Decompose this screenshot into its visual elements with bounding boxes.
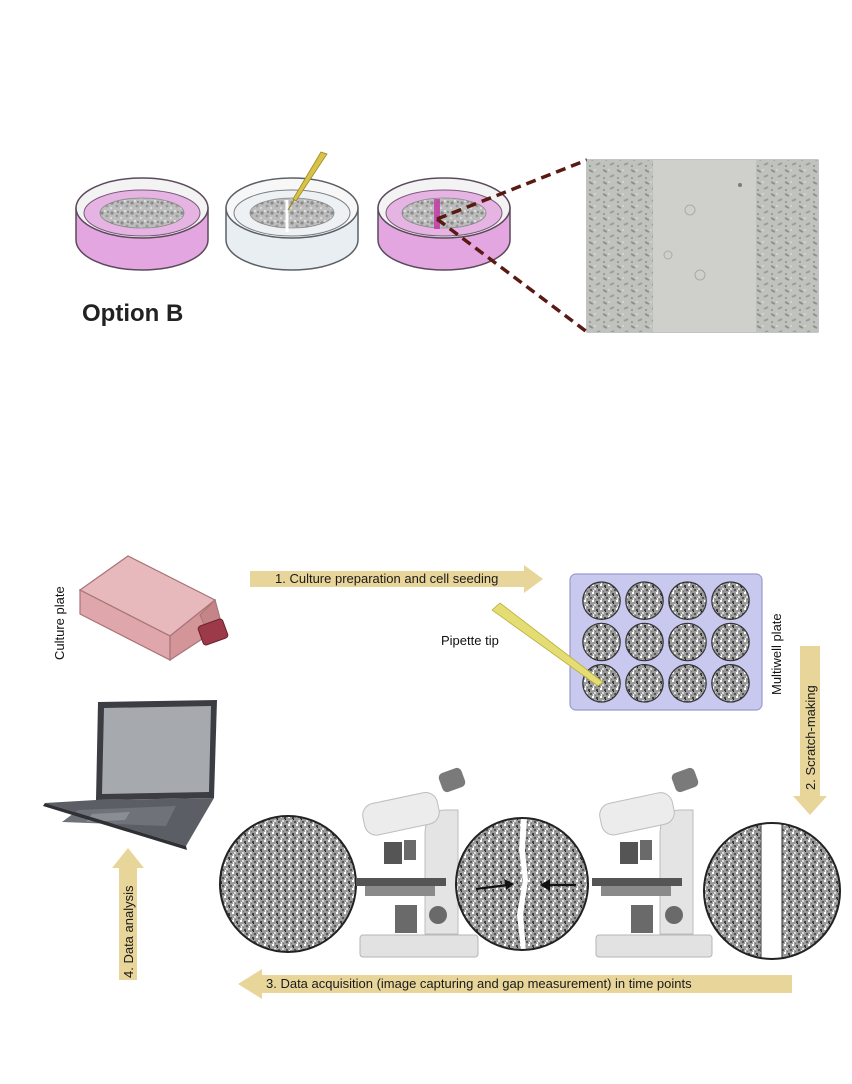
well	[711, 663, 750, 703]
well	[582, 581, 621, 621]
arrow-right-icon	[475, 879, 514, 891]
step1-label: 1. Culture preparation and cell seeding	[275, 571, 498, 586]
step3-label: 3. Data acquisition (image capturing and…	[266, 976, 692, 991]
microscope-icon	[356, 767, 479, 958]
well	[711, 581, 750, 621]
well	[668, 622, 707, 662]
culture-flask-icon	[78, 555, 229, 662]
well	[625, 581, 664, 621]
pipette-icon	[287, 151, 328, 211]
well	[582, 622, 621, 662]
multiwell-plate-icon	[569, 573, 763, 711]
step3-arrow	[238, 969, 792, 999]
arrow-left-icon	[540, 879, 576, 891]
pipette-tip-label: Pipette tip	[441, 633, 499, 648]
well	[668, 581, 707, 621]
culture-plate-label: Culture plate	[52, 586, 67, 660]
well	[668, 663, 707, 703]
well-image-initial-gap	[703, 822, 841, 960]
culture-dish-gray-icon	[225, 177, 359, 271]
pipette-tip-icon	[491, 602, 604, 687]
scratched-dish-icon	[377, 177, 511, 271]
laptop-icon	[43, 700, 217, 850]
step2-arrow	[793, 646, 827, 815]
microscope-icon	[592, 767, 713, 958]
zoom-dashed-lines	[435, 158, 589, 334]
well	[711, 622, 750, 662]
well-image-confluent	[219, 815, 357, 953]
multiwell-plate-label: Multiwell plate	[769, 613, 784, 695]
step4-label: 4. Data analysis	[121, 885, 136, 978]
well	[625, 622, 664, 662]
step2-label: 2. Scratch-making	[803, 685, 818, 790]
step1-arrow	[250, 565, 543, 593]
option-label: Option B	[82, 300, 184, 327]
well-image-scratch-closing	[455, 817, 589, 951]
culture-dish-pink-icon	[75, 177, 209, 271]
step4-arrow	[112, 848, 144, 980]
scratch-micrograph	[586, 159, 819, 333]
well	[625, 663, 664, 703]
